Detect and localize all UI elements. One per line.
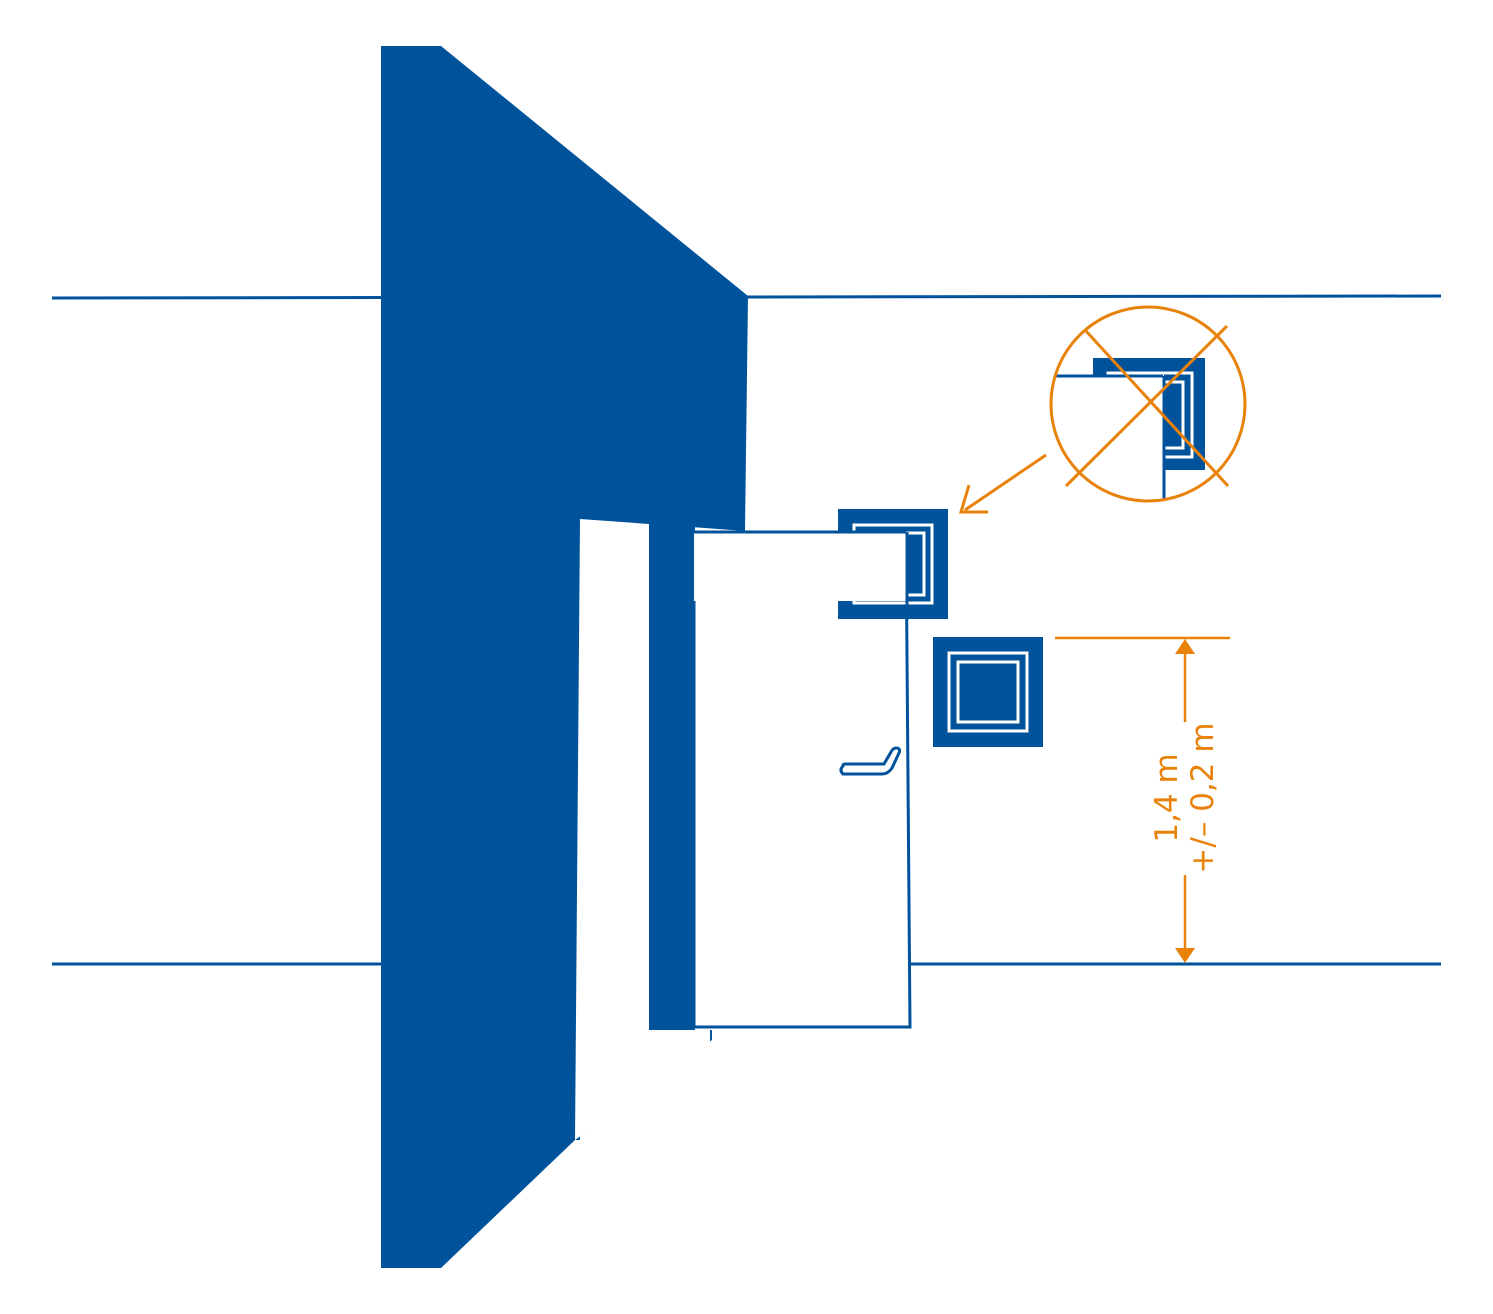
cross-stroke-2 (1064, 324, 1229, 488)
dimension-value-label: 1,4 m (1149, 753, 1185, 842)
cross-stroke-1 (1084, 329, 1230, 488)
side-wall (381, 46, 748, 1268)
dimension-arrow-down (1175, 948, 1195, 963)
door-overlap (694, 531, 906, 601)
height-dimension: 1,4 m +/– 0,2 m (1055, 636, 1230, 963)
dimension-arrow-up (1175, 639, 1195, 654)
detail-zoom (1051, 358, 1205, 501)
switch-plate (933, 637, 1043, 747)
wall-switch-icon (933, 637, 1043, 747)
door-handle-icon (839, 746, 902, 776)
switch-rocker (956, 660, 1020, 724)
switch-frame (947, 651, 1029, 733)
hidden-switch (694, 509, 948, 620)
doorway-opening (575, 519, 710, 1140)
prohibited-icon (1049, 305, 1247, 503)
detail-circle (1049, 305, 1247, 503)
dimension-tolerance-label: +/– 0,2 m (1185, 722, 1221, 873)
door-jamb (650, 524, 695, 1030)
detail-arrow (958, 453, 1047, 514)
